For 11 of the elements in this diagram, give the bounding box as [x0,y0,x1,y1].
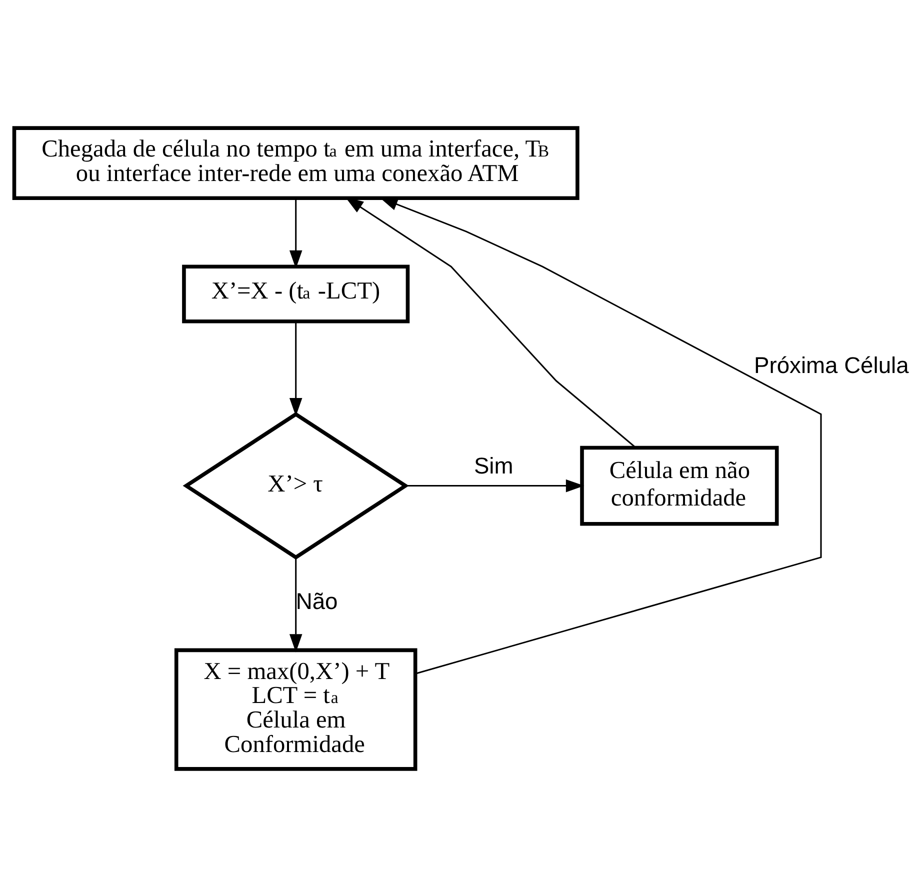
arrow [289,321,302,416]
node-box: X’=X - (ta -LCT) [182,264,410,323]
node-diamond: X’> τ [182,411,409,560]
edge-label: Próxima Célula [754,352,909,378]
edge-label: Não [296,588,338,614]
edge-label: Sim [474,452,514,478]
node-box: Célula em não conformidade [580,445,779,526]
node-box: Chegada de célula no tempo ta em uma interface, TB ou interface inter-rede em uma conexão ATM [12,126,580,200]
arrow [289,557,302,652]
arrow [406,478,584,492]
node-box: X = max(0,X’) + T LCT = ta Célula em Conformidade [174,648,418,770]
